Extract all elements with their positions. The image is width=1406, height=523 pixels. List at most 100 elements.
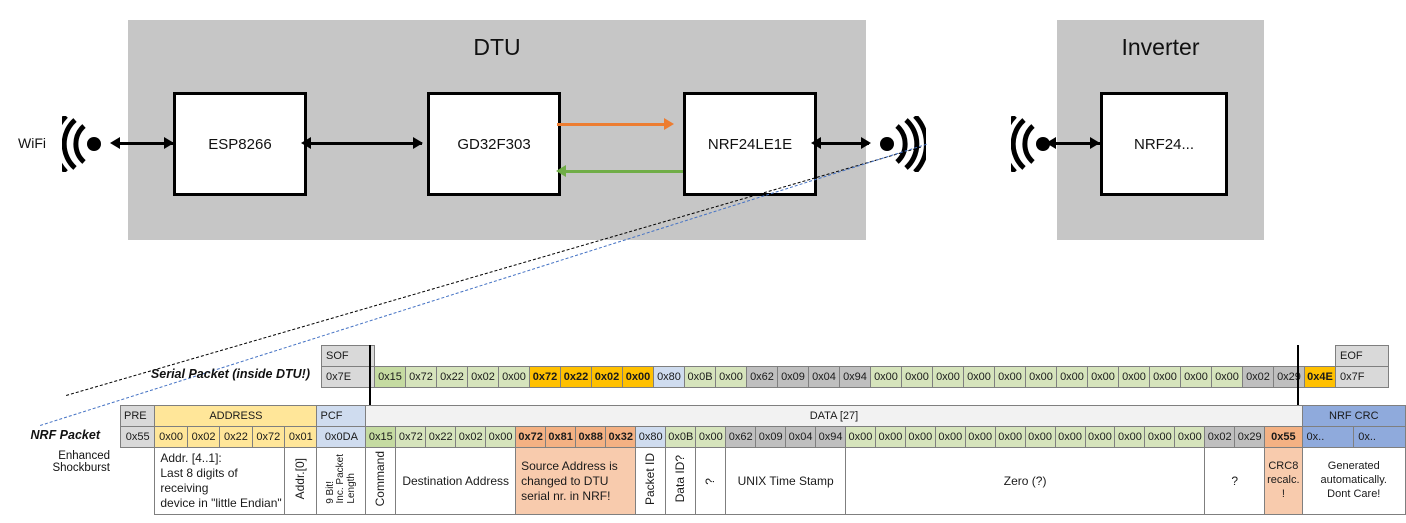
pre-value: 0x55: [119, 426, 156, 448]
nrf-packet-description-row: Addr. [4..1]: Last 8 digits of receiving…: [121, 447, 1406, 515]
serial-cell-20: 0x00: [994, 366, 1026, 388]
eof-header: EOF: [1335, 345, 1389, 367]
address-value-2: 0x22: [219, 426, 253, 448]
chip-nrf24-label: NRF24...: [1133, 135, 1194, 153]
chip-nrf24: NRF24...: [1100, 92, 1228, 196]
nrf-cell-30: 0x55: [1264, 426, 1303, 448]
chip-nrf24le1e-label: NRF24LE1E: [707, 135, 793, 153]
serial-packet-header-row: SOF EOF: [321, 345, 1389, 367]
wifi-to-esp-line: [116, 142, 173, 145]
desc-pre-empty: [121, 448, 155, 515]
pcf-header: PCF: [316, 405, 367, 427]
serial-cell-8: 0x00: [622, 366, 654, 388]
chip-nrf24le1e: NRF24LE1E: [683, 92, 817, 196]
address-value-1: 0x02: [186, 426, 221, 448]
inverter-enclosure: Inverter: [1057, 20, 1264, 240]
nrf-cell-23: 0x00: [1054, 426, 1086, 448]
sof-value: 0x7E: [321, 366, 375, 388]
desc-data-id: Data ID?: [665, 447, 697, 515]
desc-address-note-line3: device in "little Endian": [160, 496, 282, 510]
desc-address-note: Addr. [4..1]: Last 8 digits of receiving…: [154, 447, 286, 515]
nrf-crc-header: NRF CRC: [1301, 405, 1406, 427]
desc-nrf-crc-note-line3: Dont Care!: [1327, 487, 1381, 500]
nrf-crc-value-0: 0x..: [1301, 426, 1355, 448]
chip-esp8266-label: ESP8266: [208, 135, 272, 153]
nrf-cell-21: 0x00: [994, 426, 1026, 448]
serial-cell-16: 0x00: [870, 366, 902, 388]
inverter-antenna-arrow-left: [1046, 137, 1056, 149]
serial-cell-27: 0x00: [1211, 366, 1243, 388]
nrf-antenna-arrow-right: [861, 137, 871, 149]
nrf-cell-9: 0x80: [635, 426, 667, 448]
desc-destination-address: Destination Address: [395, 447, 517, 515]
nrf-to-gd32-rx-line: [565, 170, 683, 173]
desc-command-label: Command: [373, 451, 388, 507]
desc-address-note-line2: Last 8 digits of receiving: [160, 466, 238, 495]
nrf-cell-27: 0x00: [1174, 426, 1206, 448]
inverter-title: Inverter: [1121, 34, 1200, 60]
table-connector-left: [369, 345, 371, 405]
desc-crc8-line3: !: [1281, 487, 1285, 500]
nrf-cell-29: 0x29: [1234, 426, 1266, 448]
nrf-cell-22: 0x00: [1024, 426, 1056, 448]
serial-cell-6: 0x22: [560, 366, 592, 388]
serial-cell-14: 0x04: [808, 366, 840, 388]
pre-header: PRE: [119, 405, 156, 427]
wifi-to-esp-arrow-left: [110, 137, 120, 149]
serial-cell-26: 0x00: [1180, 366, 1212, 388]
inverter-antenna-arrow-right: [1090, 137, 1100, 149]
inverter-antenna-line: [1052, 142, 1100, 145]
serial-cell-2: 0x22: [436, 366, 468, 388]
nrf-cell-4: 0x00: [485, 426, 517, 448]
serial-cell-19: 0x00: [963, 366, 995, 388]
desc-unix-time-stamp: UNIX Time Stamp: [725, 447, 847, 515]
serial-cell-17: 0x00: [901, 366, 933, 388]
serial-cell-24: 0x00: [1118, 366, 1150, 388]
address-value-3: 0x72: [251, 426, 286, 448]
esp-gd32-arrow-left: [301, 137, 311, 149]
sof-header: SOF: [321, 345, 375, 367]
serial-cell-23: 0x00: [1087, 366, 1119, 388]
table-connector-right: [1297, 345, 1299, 405]
serial-cell-1: 0x72: [405, 366, 437, 388]
desc-source-note: Source Address is changed to DTU serial …: [515, 447, 637, 515]
nrf-cell-13: 0x09: [755, 426, 787, 448]
nrf-packet-row-label: NRF Packet: [30, 428, 100, 442]
dtu-title: DTU: [473, 34, 521, 60]
desc-packet-id: Packet ID: [635, 447, 667, 515]
gd32-to-nrf-tx-arrowhead: [664, 118, 674, 130]
serial-cell-25: 0x00: [1149, 366, 1181, 388]
nrf-cell-3: 0x02: [455, 426, 487, 448]
serial-cell-30: 0x4E: [1304, 366, 1336, 388]
serial-cell-3: 0x02: [467, 366, 499, 388]
nrf-cell-16: 0x00: [845, 426, 876, 448]
nrf-crc-value-1: 0x..: [1353, 426, 1406, 448]
desc-zero: Zero (?): [845, 447, 1206, 515]
gd32-to-nrf-tx-line: [557, 123, 671, 126]
nrf-cell-10: 0x0B: [665, 426, 697, 448]
desc-question-small: ?: [695, 447, 727, 515]
nrf-to-gd32-rx-arrowhead: [556, 165, 566, 177]
serial-cell-11: 0x00: [715, 366, 747, 388]
pcf-value: 0x0DA: [316, 426, 367, 448]
serial-cell-7: 0x02: [591, 366, 623, 388]
nrf-cell-14: 0x04: [785, 426, 817, 448]
desc-data-id-label: Data ID?: [673, 455, 688, 503]
serial-cell-12: 0x62: [746, 366, 778, 388]
serial-cell-13: 0x09: [777, 366, 809, 388]
serial-cell-28: 0x02: [1242, 366, 1274, 388]
nrf-cell-0: 0x15: [365, 426, 397, 448]
desc-command: Command: [365, 447, 397, 515]
nrf-cell-28: 0x02: [1204, 426, 1236, 448]
serial-packet-row-label: Serial Packet (inside DTU!): [150, 367, 310, 381]
nrf-to-antenna-line: [817, 142, 869, 145]
nrf-cell-17: 0x00: [874, 426, 906, 448]
serial-cell-21: 0x00: [1025, 366, 1057, 388]
desc-crc8-line1: CRC8: [1268, 460, 1299, 473]
chip-gd32f303: GD32F303: [427, 92, 561, 196]
nrf-cell-26: 0x00: [1144, 426, 1176, 448]
address-value-4: 0x01: [284, 426, 318, 448]
serial-cell-18: 0x00: [932, 366, 964, 388]
